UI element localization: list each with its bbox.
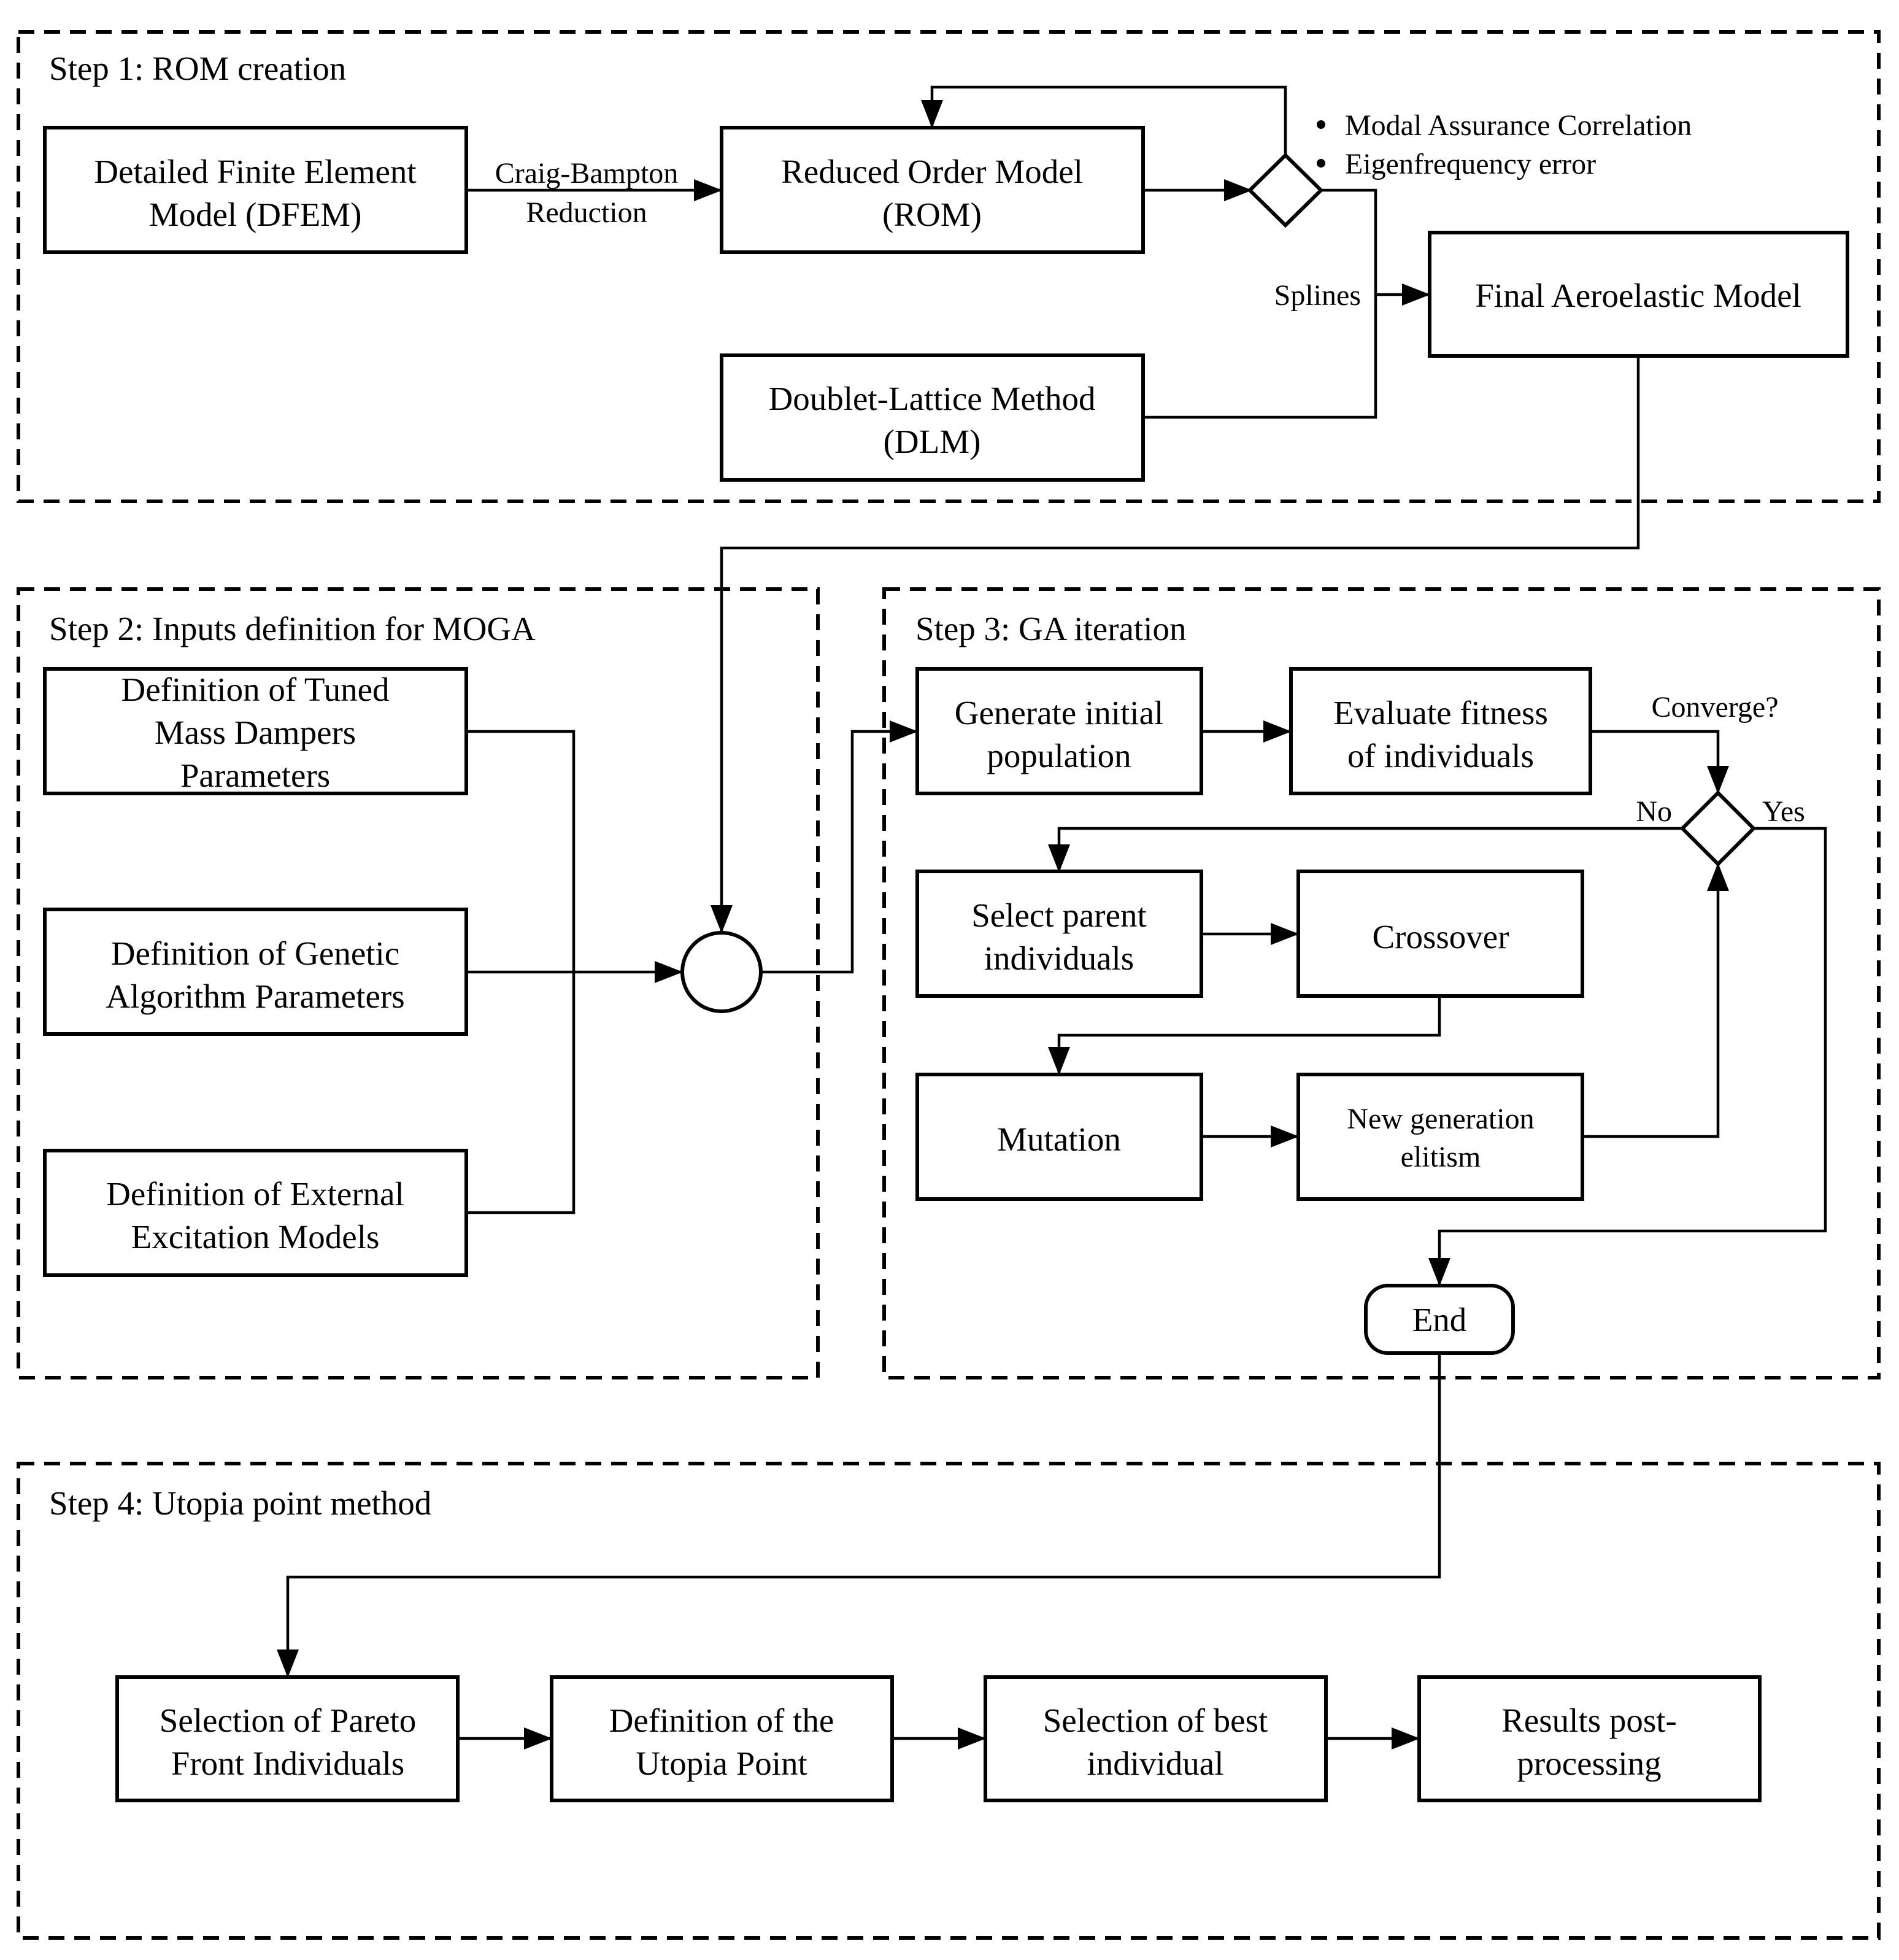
- utopia-point-box: Definition of the Utopia Point: [550, 1675, 894, 1802]
- dlm-box: Doublet-Lattice Method (DLM): [720, 353, 1145, 482]
- tmd-label-line2: Mass Dampers: [155, 714, 356, 751]
- utopia-label-line2: Utopia Point: [636, 1745, 807, 1782]
- arrow-end-to-pareto: [277, 1354, 1441, 1678]
- reduction-label-line1: Craig-Bampton: [495, 157, 679, 190]
- tmd-label-line3: Parameters: [180, 757, 330, 794]
- merge-junction-circle: [680, 931, 763, 1013]
- end-label: End: [1412, 1301, 1467, 1338]
- arrow-crossover-to-mutation: [1048, 996, 1441, 1075]
- arrow-yes-to-end: [1428, 827, 1827, 1286]
- arrow-no-to-select: [1048, 827, 1682, 873]
- rom-label-line1: Reduced Order Model: [781, 153, 1083, 190]
- rom-box: Reduced Order Model (ROM): [720, 126, 1145, 254]
- dlm-label-line1: Doublet-Lattice Method: [768, 380, 1095, 417]
- ga-params-box: Definition of Genetic Algorithm Paramete…: [43, 908, 468, 1036]
- best-individual-box: Selection of best individual: [984, 1675, 1328, 1802]
- crossover-box: Crossover: [1296, 870, 1584, 998]
- no-label: No: [1636, 795, 1672, 828]
- criteria-item-1: Modal Assurance Correlation: [1345, 109, 1692, 142]
- select-parents-box: Select parent individuals: [915, 870, 1203, 998]
- splines-label: Splines: [1274, 279, 1361, 312]
- crossover-label: Crossover: [1372, 918, 1509, 955]
- bullet-icon: [1317, 159, 1325, 168]
- utopia-label-line1: Definition of the: [609, 1702, 834, 1739]
- criteria-item-2: Eigenfrequency error: [1345, 148, 1596, 180]
- excitation-label-line1: Definition of External: [106, 1175, 404, 1213]
- reduction-label-line2: Reduction: [526, 196, 647, 229]
- end-terminator: End: [1364, 1284, 1515, 1355]
- step2-title: Step 2: Inputs definition for MOGA: [49, 610, 536, 647]
- mutation-label: Mutation: [997, 1121, 1121, 1158]
- evaluate-label-line2: of individuals: [1347, 737, 1534, 774]
- step3-frame: [882, 587, 1881, 1379]
- step1-frame: [17, 30, 1881, 503]
- converge-label: Converge?: [1651, 691, 1778, 723]
- step4-frame: [17, 1462, 1881, 1940]
- step2-frame: [17, 587, 820, 1379]
- select-label-line2: individuals: [984, 939, 1134, 977]
- ga-params-label-line1: Definition of Genetic: [111, 935, 399, 972]
- yes-label: Yes: [1762, 795, 1805, 828]
- pareto-label-line2: Front Individuals: [171, 1745, 404, 1782]
- select-label-line1: Select parent: [971, 897, 1147, 934]
- pareto-selection-box: Selection of Pareto Front Individuals: [115, 1675, 460, 1802]
- wire-check-to-merge: [1143, 188, 1377, 419]
- tmd-params-box: Definition of Tuned Mass Dampers Paramet…: [43, 667, 468, 795]
- best-label-line2: individual: [1087, 1745, 1223, 1782]
- new-gen-label-line1: New generation: [1347, 1103, 1534, 1135]
- new-gen-label-line2: elitism: [1401, 1141, 1481, 1173]
- excitation-label-line2: Excitation Models: [131, 1218, 380, 1256]
- step3-title: Step 3: GA iteration: [915, 610, 1186, 647]
- results-label-line2: processing: [1517, 1745, 1661, 1782]
- new-generation-box: New generation elitism: [1296, 1073, 1584, 1201]
- results-label-line1: Results post-: [1501, 1702, 1677, 1739]
- arrow-newgen-to-converge: [1583, 863, 1729, 1138]
- step1-title: Step 1: ROM creation: [49, 50, 346, 87]
- generate-population-box: Generate initial population: [915, 667, 1203, 795]
- arrow-final-to-merge: [711, 356, 1640, 933]
- arrow-check-feedback: [921, 85, 1287, 155]
- final-model-box: Final Aeroelastic Model: [1428, 231, 1849, 358]
- evaluate-label-line1: Evaluate fitness: [1333, 694, 1548, 731]
- dfem-label-line1: Detailed Finite Element: [94, 153, 416, 190]
- excitation-box: Definition of External Excitation Models: [43, 1149, 468, 1277]
- evaluate-fitness-box: Evaluate fitness of individuals: [1289, 667, 1592, 795]
- arrow-merge-to-generate: [761, 720, 918, 974]
- step4-title: Step 4: Utopia point method: [49, 1484, 431, 1522]
- final-model-label: Final Aeroelastic Model: [1475, 277, 1801, 314]
- results-postprocessing-box: Results post- processing: [1417, 1675, 1762, 1802]
- tmd-label-line1: Definition of Tuned: [121, 671, 390, 708]
- pareto-label-line1: Selection of Pareto: [160, 1702, 417, 1739]
- mutation-box: Mutation: [915, 1073, 1203, 1201]
- bullet-icon: [1317, 120, 1325, 129]
- generate-label-line1: Generate initial: [955, 694, 1164, 731]
- ga-params-label-line2: Algorithm Parameters: [106, 978, 404, 1015]
- best-label-line1: Selection of best: [1043, 1702, 1268, 1739]
- converge-decision-diamond: [1679, 790, 1757, 867]
- criteria-list: Modal Assurance Correlation Eigenfrequen…: [1317, 109, 1692, 180]
- dlm-label-line2: (DLM): [884, 423, 981, 460]
- dfem-label-line2: Model (DFEM): [149, 196, 362, 233]
- dfem-box: Detailed Finite Element Model (DFEM): [43, 126, 468, 254]
- validation-decision-diamond: [1247, 152, 1324, 228]
- generate-label-line2: population: [987, 737, 1131, 774]
- rom-label-line2: (ROM): [882, 196, 982, 233]
- arrow-evaluate-to-converge: [1590, 730, 1729, 794]
